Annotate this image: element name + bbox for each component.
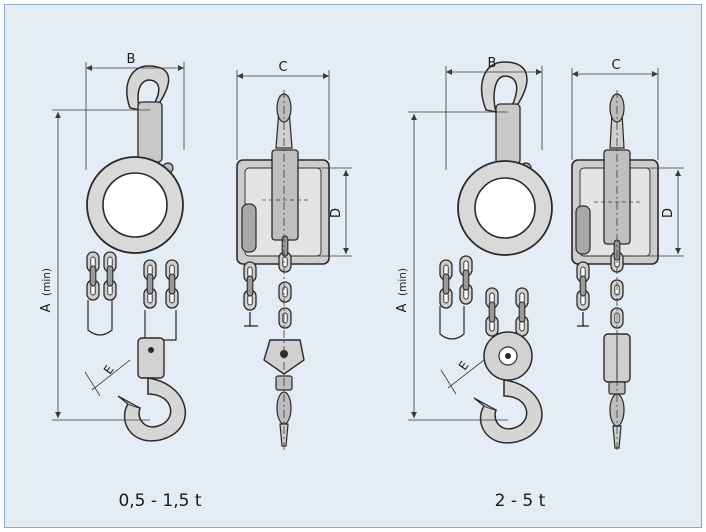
caption-small-capacity: 0,5 - 1,5 t [118, 491, 201, 511]
hoist-small-front-view [86, 65, 187, 442]
hoist-large-side-view [571, 93, 659, 449]
label-c-right: C [611, 58, 620, 73]
dimension-lines-right-side [571, 68, 684, 452]
label-b-left: B [127, 52, 136, 67]
hoist-large-front-view [439, 61, 553, 444]
label-c-left: C [278, 60, 287, 75]
label-a-left: A (min) [39, 268, 54, 312]
dimension-lines-left [52, 62, 185, 421]
dimension-lines-right [408, 66, 543, 421]
label-b-right: B [488, 56, 497, 71]
label-e-right: E [456, 359, 472, 373]
label-e-left: E [101, 363, 117, 377]
label-a-letter-left: A [39, 303, 54, 312]
hoist-small-side-view [236, 93, 330, 447]
label-d-right: D [661, 208, 676, 218]
label-a-letter-right: A [395, 303, 410, 312]
label-a-unit-left: (min) [41, 268, 53, 296]
caption-large-capacity: 2 - 5 t [495, 491, 546, 511]
label-a-right: A (min) [395, 268, 410, 312]
label-a-unit-right: (min) [397, 268, 409, 296]
label-d-left: D [329, 208, 344, 218]
dimension-lines-left-side [236, 70, 352, 450]
